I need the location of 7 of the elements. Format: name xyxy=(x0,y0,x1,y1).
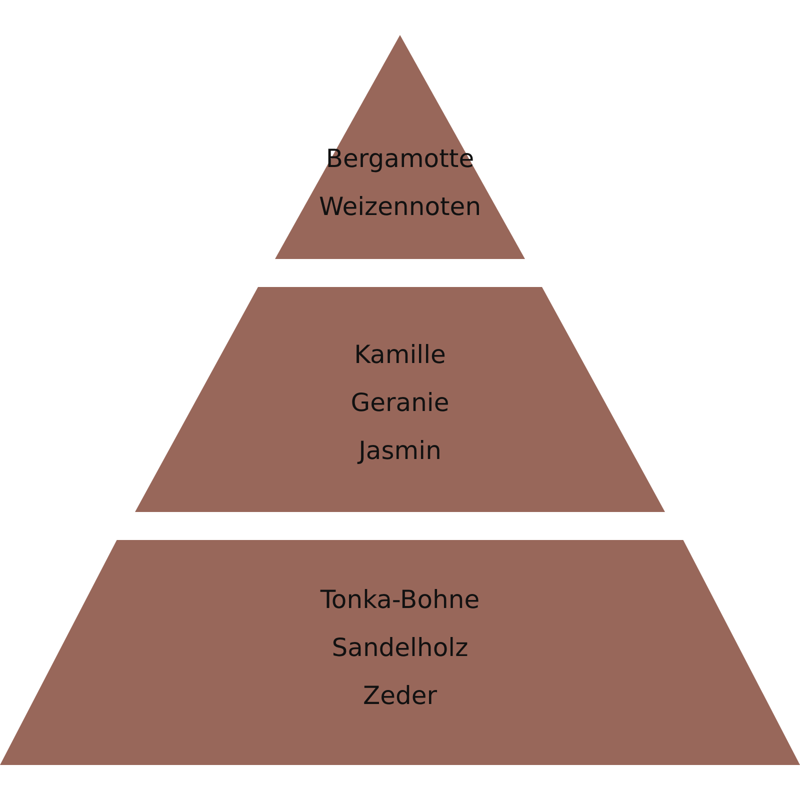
note-text: Jasmin xyxy=(358,435,442,467)
note-text: Kamille xyxy=(354,339,446,371)
note-text: Geranie xyxy=(350,387,450,419)
note-text: Zeder xyxy=(362,680,438,712)
note-text: Sandelholz xyxy=(332,632,468,664)
note-text: Weizennoten xyxy=(318,191,482,223)
note-text: Tonka-Bohne xyxy=(320,584,480,616)
